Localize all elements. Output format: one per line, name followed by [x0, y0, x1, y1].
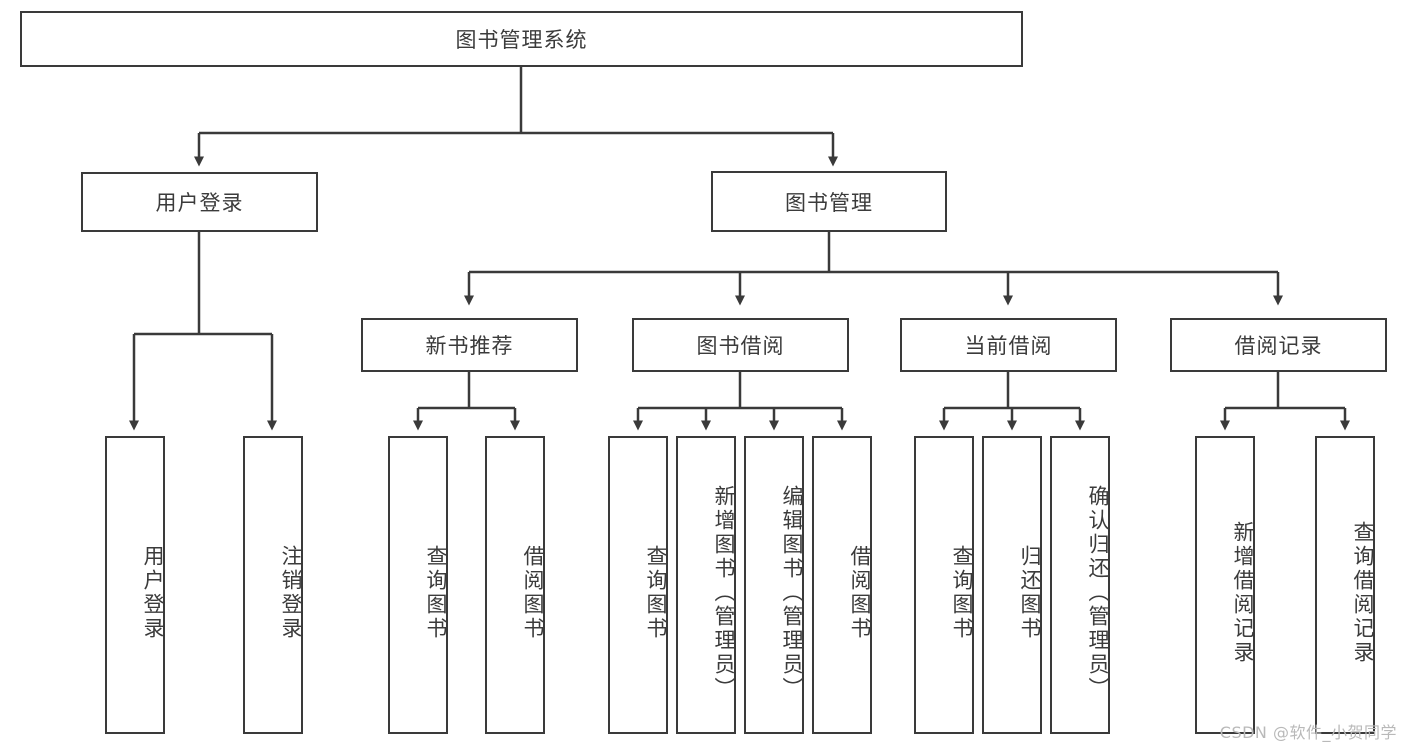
node-label: 查询图书	[424, 545, 448, 641]
leaf-current-return-book[interactable]: 归还图书	[982, 436, 1042, 734]
node-label: 归还图书	[1018, 545, 1042, 641]
node-label: 注销登录	[279, 545, 303, 641]
node-label: 查询图书	[950, 545, 974, 641]
node-book-borrow[interactable]: 图书借阅	[632, 318, 849, 372]
node-label: 查询借阅记录	[1351, 521, 1375, 665]
node-book-management[interactable]: 图书管理	[711, 171, 947, 232]
watermark: CSDN @软件_小贺同学	[1219, 723, 1397, 742]
leaf-borrow-edit-book[interactable]: 编辑图书（管理员）	[744, 436, 804, 734]
node-label: 查询图书	[644, 545, 668, 641]
node-label: 用户登录	[155, 191, 244, 215]
node-label: 新增借阅记录	[1231, 521, 1255, 665]
node-label: 借阅图书	[521, 545, 545, 641]
node-label: 当前借阅	[964, 334, 1053, 358]
leaf-record-add-record[interactable]: 新增借阅记录	[1195, 436, 1255, 734]
leaf-borrow-borrow-book[interactable]: 借阅图书	[812, 436, 872, 734]
leaf-record-query-record[interactable]: 查询借阅记录	[1315, 436, 1375, 734]
node-label: 编辑图书（管理员）	[780, 485, 804, 701]
node-label: 图书借阅	[696, 334, 785, 358]
node-new-book-recommend[interactable]: 新书推荐	[361, 318, 578, 372]
node-label: 借阅记录	[1234, 334, 1323, 358]
leaf-user-login-login[interactable]: 用户登录	[105, 436, 165, 734]
node-root-system[interactable]: 图书管理系统	[20, 11, 1023, 67]
node-label: 新增图书（管理员）	[712, 485, 736, 701]
leaf-current-confirm-return[interactable]: 确认归还（管理员）	[1050, 436, 1110, 734]
node-current-borrow[interactable]: 当前借阅	[900, 318, 1117, 372]
leaf-current-query-book[interactable]: 查询图书	[914, 436, 974, 734]
leaf-borrow-add-book[interactable]: 新增图书（管理员）	[676, 436, 736, 734]
leaf-recommend-query-book[interactable]: 查询图书	[388, 436, 448, 734]
node-label: 图书管理系统	[455, 28, 588, 52]
node-borrow-record[interactable]: 借阅记录	[1170, 318, 1387, 372]
leaf-user-login-logout[interactable]: 注销登录	[243, 436, 303, 734]
node-label: 借阅图书	[848, 545, 872, 641]
node-label: 图书管理	[785, 190, 873, 215]
leaf-borrow-query-book[interactable]: 查询图书	[608, 436, 668, 734]
node-label: 确认归还（管理员）	[1086, 485, 1110, 701]
node-label: 新书推荐	[425, 334, 514, 358]
node-label: 用户登录	[141, 545, 165, 641]
leaf-recommend-borrow-book[interactable]: 借阅图书	[485, 436, 545, 734]
node-user-login[interactable]: 用户登录	[81, 172, 318, 232]
